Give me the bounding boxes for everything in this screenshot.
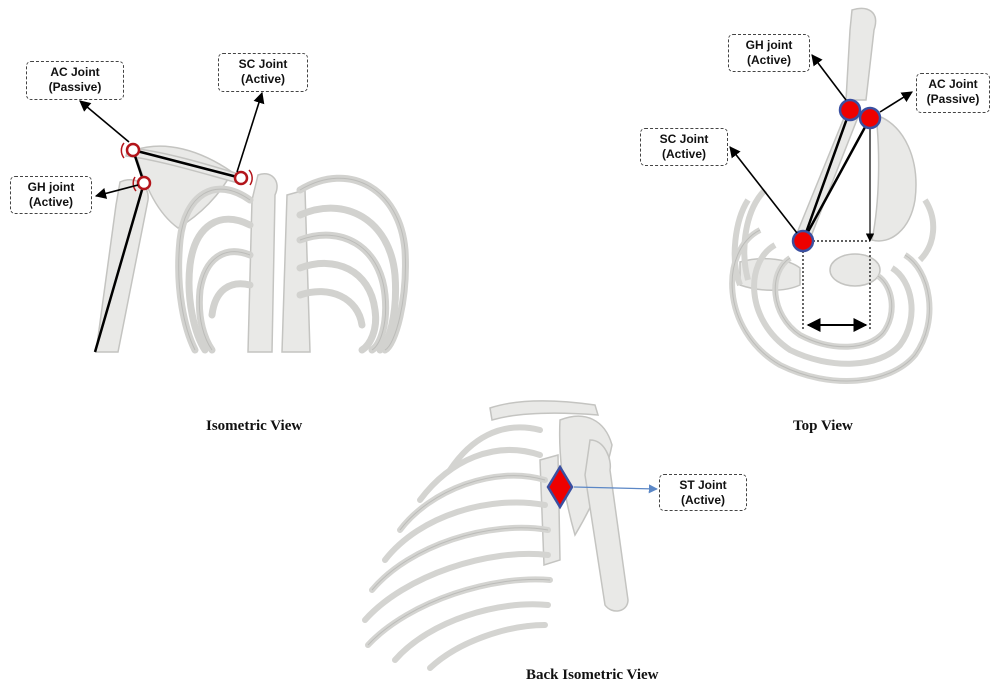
back-st-joint-label-line2: (Active): [662, 493, 744, 508]
iso-ac-joint-label: AC Joint (Passive): [26, 61, 124, 100]
isometric-sc-joint-marker: [235, 170, 252, 185]
iso-gh-joint-label-line1: GH joint: [13, 180, 89, 195]
iso-sc-joint-label-line2: (Active): [221, 72, 305, 87]
iso-ac-joint-label-line1: AC Joint: [29, 65, 121, 80]
back-view-ribs: [365, 427, 550, 668]
iso-ac-joint-label-line2: (Passive): [29, 80, 121, 95]
back-st-joint-label: ST Joint (Active): [659, 474, 747, 511]
top-kinematic-chain: [803, 110, 870, 241]
iso-sc-joint-label-line1: SC Joint: [221, 57, 305, 72]
top-view-caption: Top View: [793, 418, 853, 435]
top-ac-joint-marker: [860, 108, 880, 128]
top-sc-joint-label: SC Joint (Active): [640, 128, 728, 166]
back-isometric-view-caption: Back Isometric View: [526, 667, 658, 684]
back-st-joint-label-line1: ST Joint: [662, 478, 744, 493]
top-gh-joint-label-line2: (Active): [731, 53, 807, 68]
top-ac-joint-label: AC Joint (Passive): [916, 73, 990, 113]
top-sc-joint-label-line1: SC Joint: [643, 132, 725, 147]
top-gh-joint-label: GH joint (Active): [728, 34, 810, 72]
iso-sc-joint-label: SC Joint (Active): [218, 53, 308, 92]
top-sc-joint-marker: [793, 231, 813, 251]
iso-gh-joint-label-line2: (Active): [13, 195, 89, 210]
top-gh-joint-label-line1: GH joint: [731, 38, 807, 53]
top-sc-joint-label-line2: (Active): [643, 147, 725, 162]
isometric-ac-joint-marker: [121, 143, 139, 158]
iso-gh-joint-label: GH joint (Active): [10, 176, 92, 214]
top-ac-joint-label-line2: (Passive): [919, 92, 987, 107]
top-ac-joint-label-line1: AC Joint: [919, 77, 987, 92]
isometric-view-caption: Isometric View: [206, 418, 302, 435]
top-gh-joint-marker: [840, 100, 860, 120]
